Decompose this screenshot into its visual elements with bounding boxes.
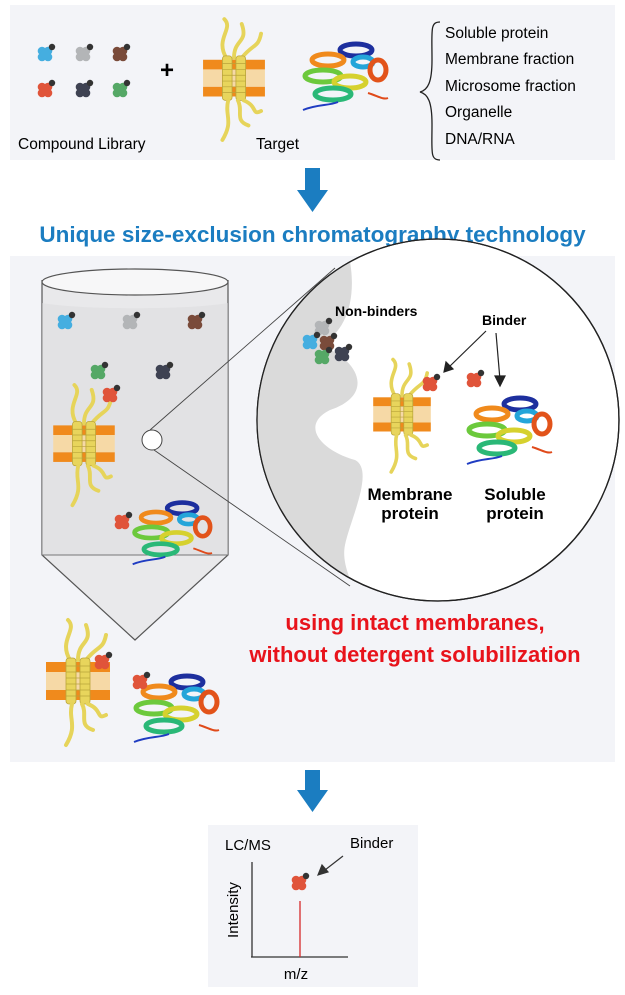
membrane-protein-label: protein: [381, 504, 439, 523]
compound-red-icon: [291, 872, 310, 891]
soluble-protein-label: protein: [486, 504, 544, 523]
compound-red-icon: [102, 384, 121, 403]
target-type-item: Membrane fraction: [445, 51, 574, 68]
target-label: Target: [256, 136, 300, 153]
target-type-item: DNA/RNA: [445, 131, 515, 148]
compound-red-icon: [132, 671, 151, 690]
compound-red-icon: [466, 369, 485, 388]
compound-red-icon: [94, 651, 113, 670]
compound-brown-icon: [187, 311, 206, 330]
title: Unique size-exclusion chromatography tec…: [39, 222, 586, 247]
zoom-line: [153, 449, 351, 587]
compound-library: [37, 43, 131, 98]
bottom-panel: [208, 825, 418, 987]
down-arrow-icon: [297, 770, 328, 812]
compound-gray-icon: [75, 43, 94, 62]
compound-dark-icon: [75, 79, 94, 98]
compound-blue-icon: [57, 311, 76, 330]
x-axis-label: m/z: [284, 966, 308, 983]
sec-column: [41, 268, 229, 641]
compound-dark-icon: [155, 361, 174, 380]
down-arrow-icon: [297, 168, 328, 212]
target-type-item: Organelle: [445, 104, 512, 121]
compound-library-label: Compound Library: [18, 136, 146, 153]
soluble-protein-label: Soluble: [484, 485, 545, 504]
zoom-source-circle: [141, 429, 163, 451]
target-type-item: Soluble protein: [445, 25, 548, 42]
compound-red-icon: [114, 511, 133, 530]
binder-label: Binder: [482, 312, 527, 328]
binder-pointer-arrow: [316, 855, 344, 876]
compounds: [57, 311, 485, 690]
binder-arrows: [443, 330, 506, 388]
binder-label: Binder: [350, 835, 393, 852]
compound-red-icon: [422, 373, 441, 392]
brace: [419, 21, 441, 161]
y-axis-label: Intensity: [225, 882, 242, 938]
compound-green-icon: [314, 346, 333, 365]
compounds: [291, 872, 310, 891]
non-binders-label: Non-binders: [335, 303, 418, 319]
compound-green-icon: [112, 79, 131, 98]
compound-blue-icon: [37, 43, 56, 62]
target-type-item: Microsome fraction: [445, 78, 576, 95]
compound-dark-icon: [334, 343, 353, 362]
compound-blue-icon: [302, 331, 321, 350]
membrane-protein-label: Membrane: [367, 485, 452, 504]
compound-green-icon: [90, 361, 109, 380]
target-types-list: Soluble protein Membrane fraction Micros…: [445, 25, 576, 148]
compound-red-icon: [37, 79, 56, 98]
highlight-text: using intact membranes,: [285, 610, 544, 635]
lcms-label: LC/MS: [225, 837, 271, 854]
plus-sign: +: [160, 57, 174, 84]
zoom-line: [149, 267, 336, 431]
compound-brown-icon: [112, 43, 131, 62]
highlight-text: without detergent solubilization: [248, 642, 580, 667]
compound-gray-icon: [122, 311, 141, 330]
